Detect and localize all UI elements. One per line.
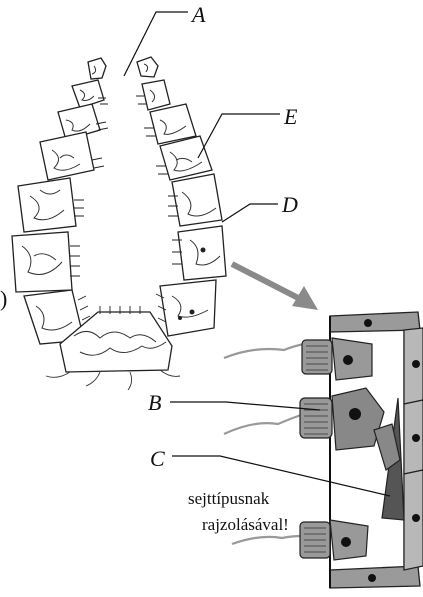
side-mark: ) bbox=[0, 286, 7, 311]
question-text-line-1: sejttípusnak bbox=[188, 489, 270, 508]
leader-B bbox=[170, 402, 320, 410]
leader-D bbox=[222, 204, 278, 222]
question-text-line-2: rajzolásával! bbox=[202, 515, 289, 534]
arrow-to-detail bbox=[232, 264, 318, 310]
label-E: E bbox=[283, 104, 298, 129]
label-C: C bbox=[150, 446, 165, 471]
label-D: D bbox=[281, 192, 298, 217]
gland-drawing bbox=[12, 57, 226, 390]
label-A: A bbox=[190, 2, 206, 27]
cell-detail bbox=[224, 312, 423, 588]
label-B: B bbox=[148, 390, 161, 415]
leader-E bbox=[198, 114, 280, 158]
